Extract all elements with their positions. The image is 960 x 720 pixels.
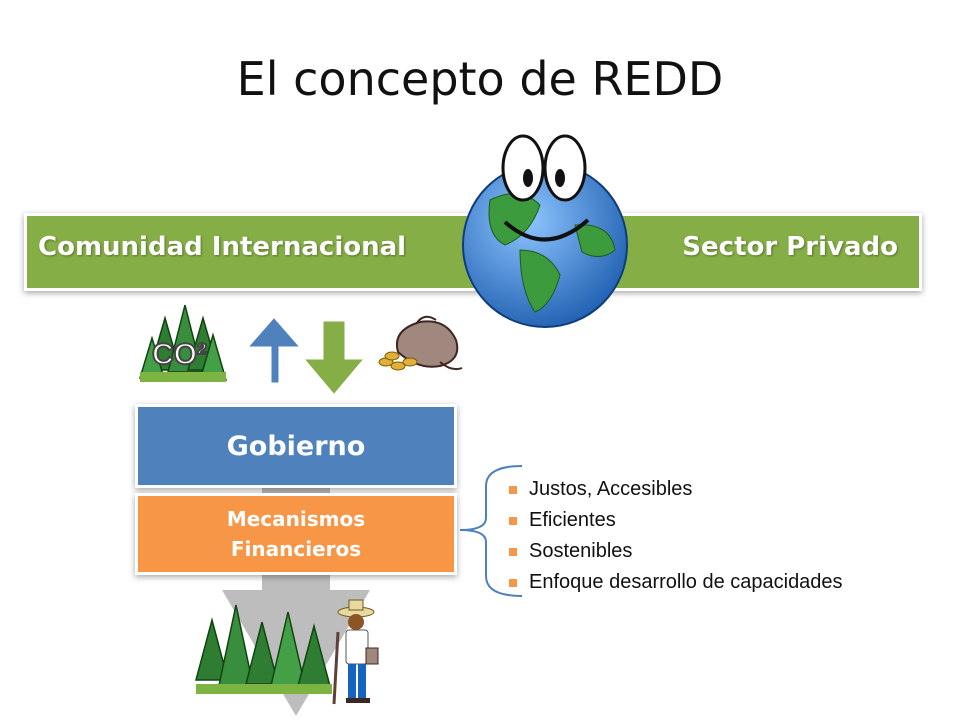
- money-bag-icon: [378, 315, 463, 371]
- criteria-item: Enfoque desarrollo de capacidades: [509, 567, 843, 598]
- criteria-item: Justos, Accesibles: [509, 474, 843, 505]
- forest-icon: [138, 304, 227, 382]
- page-title: El concepto de REDD: [236, 52, 724, 106]
- bullet-square-icon: [509, 578, 517, 587]
- bullet-square-icon: [509, 547, 517, 556]
- mecanismos-financieros-box: Mecanismos Financieros: [135, 493, 457, 575]
- bullet-square-icon: [509, 485, 517, 494]
- criteria-list: Justos, Accesibles Eficientes Sostenible…: [509, 474, 843, 598]
- forest-bottom-icon: [195, 604, 332, 694]
- green-down-arrow: [298, 318, 370, 399]
- criteria-item: Eficientes: [509, 505, 843, 536]
- co2-label: CO²: [152, 338, 207, 371]
- farmer-icon: [332, 599, 379, 705]
- gobierno-label: Gobierno: [226, 430, 366, 462]
- mecanismos-label-line2: Financieros: [230, 537, 362, 561]
- criteria-item: Sostenibles: [509, 536, 843, 567]
- mecanismos-label-line1: Mecanismos: [226, 507, 366, 531]
- banner-right-label: Sector Privado: [682, 232, 898, 262]
- gobierno-box: Gobierno: [135, 404, 457, 488]
- gray-down-arrow: [222, 482, 370, 716]
- bullet-square-icon: [509, 516, 517, 525]
- blue-up-arrow: [242, 313, 306, 386]
- banner-left-label: Comunidad Internacional: [38, 232, 407, 262]
